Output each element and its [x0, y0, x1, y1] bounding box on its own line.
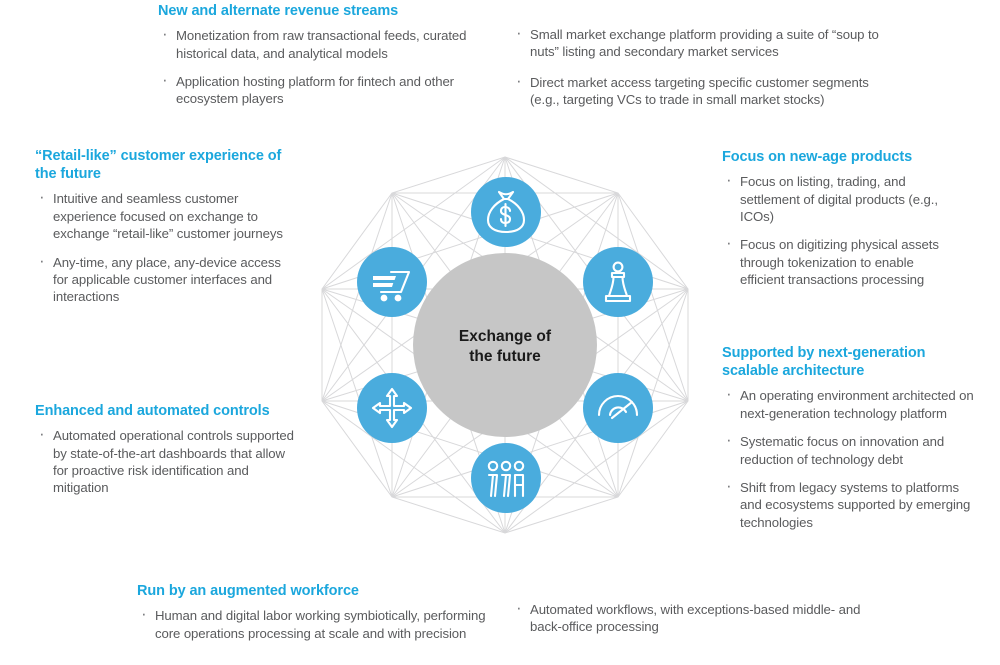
- node-circle: [357, 247, 427, 317]
- list-item: An operating environment architected on …: [722, 383, 984, 422]
- bullet-list-augmented-workforce-continued: Automated workflows, with exceptions-bas…: [512, 597, 872, 636]
- move-arrows-icon: [371, 387, 413, 429]
- block-new-revenue-streams-continued: Small market exchange platform providing…: [512, 22, 892, 122]
- block-heading-new-revenue-streams: New and alternate revenue streams: [158, 3, 399, 19]
- block-focus-new-age-products: Focus on new-age products Focus on listi…: [722, 148, 952, 289]
- list-item: Human and digital labor working symbioti…: [137, 603, 497, 642]
- list-item: Automated operational controls supported…: [35, 423, 303, 497]
- bullet-list-focus-new-age-products: Focus on listing, trading, and settlemen…: [722, 169, 952, 289]
- chess-queen-icon: [604, 261, 632, 303]
- list-item: Application hosting platform for fintech…: [158, 69, 498, 108]
- bullet-list-new-revenue-streams-continued: Small market exchange platform providing…: [512, 22, 892, 109]
- money-bag-icon: [486, 190, 526, 234]
- block-heading-retail-like-customer-experience: “Retail-like” customer experience of the…: [35, 148, 282, 183]
- node-circle: [583, 247, 653, 317]
- node-circle: [357, 373, 427, 443]
- block-heading-focus-new-age-products: Focus on new-age products: [722, 149, 913, 165]
- hub-label-line-2: the future: [469, 348, 541, 365]
- bullet-list-retail-like-customer-experience: Intuitive and seamless customer experien…: [35, 186, 297, 306]
- bullet-list-augmented-workforce: Human and digital labor working symbioti…: [137, 603, 497, 642]
- node-money-bag[interactable]: [471, 177, 541, 247]
- list-item: Small market exchange platform providing…: [512, 22, 892, 61]
- node-performance[interactable]: [583, 373, 653, 443]
- block-new-revenue-streams: New and alternate revenue streams Moneti…: [158, 2, 498, 108]
- bullet-list-next-generation-architecture: An operating environment architected on …: [722, 383, 984, 531]
- list-item: Focus on digitizing physical assets thro…: [722, 232, 952, 288]
- block-enhanced-automated-controls: Enhanced and automated controls Automate…: [35, 402, 303, 497]
- three-people-icon: [487, 460, 525, 498]
- bullet-list-enhanced-automated-controls: Automated operational controls supported…: [35, 423, 303, 497]
- list-item: Systematic focus on innovation and reduc…: [722, 429, 984, 468]
- block-retail-like-customer-experience: “Retail-like” customer experience of the…: [35, 147, 297, 306]
- node-retail[interactable]: [357, 247, 427, 317]
- node-chess-piece[interactable]: [583, 247, 653, 317]
- block-augmented-workforce: Run by an augmented workforce Human and …: [137, 582, 497, 642]
- block-heading-enhanced-automated-controls: Enhanced and automated controls: [35, 403, 270, 419]
- exchange-of-the-future-diagram: Exchange of the future: [300, 140, 710, 550]
- speedometer-icon: [597, 395, 639, 420]
- list-item: Shift from legacy systems to platforms a…: [722, 475, 984, 531]
- list-item: Monetization from raw transactional feed…: [158, 23, 498, 62]
- bullet-list-new-revenue-streams: Monetization from raw transactional feed…: [158, 23, 498, 108]
- block-heading-augmented-workforce: Run by an augmented workforce: [137, 583, 359, 599]
- node-workforce[interactable]: [471, 443, 541, 513]
- hub-circle: [413, 253, 597, 437]
- list-item: Direct market access targeting specific …: [512, 70, 892, 109]
- block-next-generation-architecture: Supported by next-generation scalable ar…: [722, 344, 984, 531]
- list-item: Focus on listing, trading, and settlemen…: [722, 169, 952, 225]
- list-item: Intuitive and seamless customer experien…: [35, 186, 297, 242]
- block-heading-next-generation-architecture: Supported by next-generation scalable ar…: [722, 345, 926, 380]
- hub-label-line-1: Exchange of: [459, 328, 552, 345]
- block-augmented-workforce-continued: Automated workflows, with exceptions-bas…: [512, 597, 872, 649]
- shopping-cart-icon: [373, 270, 411, 302]
- list-item: Automated workflows, with exceptions-bas…: [512, 597, 872, 636]
- node-flexibility[interactable]: [357, 373, 427, 443]
- list-item: Any-time, any place, any-device access f…: [35, 249, 297, 306]
